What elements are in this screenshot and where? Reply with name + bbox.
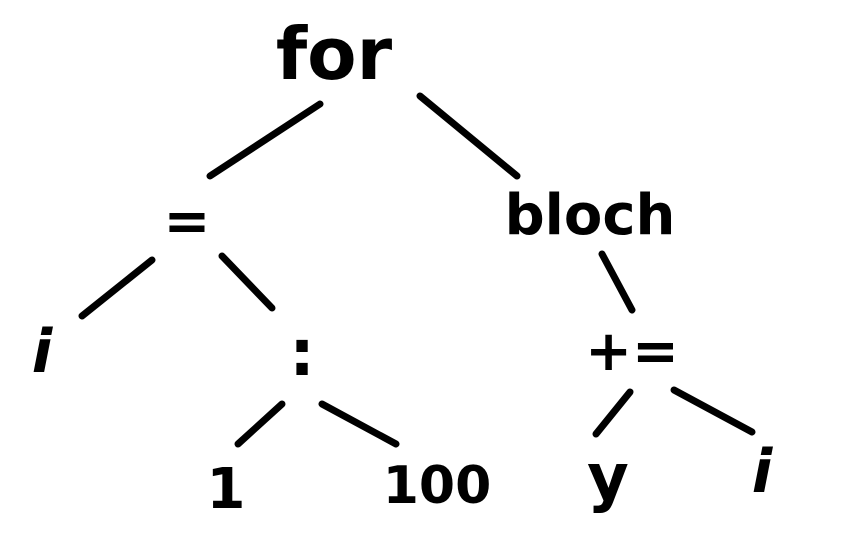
edge-range-one — [234, 400, 286, 448]
edge-pluseq-y — [592, 388, 634, 438]
node-for: for — [275, 12, 393, 96]
edge-pluseq-i — [670, 386, 756, 436]
edge-range-hundred — [318, 400, 400, 448]
edge-block-pluseq — [598, 250, 636, 314]
edge-assign-range — [218, 252, 276, 312]
edge-for-block — [416, 92, 521, 180]
node-i-left: i — [31, 317, 53, 387]
node-one: 1 — [206, 457, 246, 522]
node-range: : — [289, 317, 315, 391]
edge-for-assign — [206, 100, 324, 180]
node-assign: = — [163, 189, 211, 254]
node-hundred: 100 — [382, 456, 492, 516]
node-plus-equals: += — [585, 319, 679, 384]
edge-assign-i — [78, 256, 156, 320]
node-i-right: i — [751, 437, 773, 507]
node-block: bloch — [504, 183, 676, 248]
node-y: y — [587, 441, 629, 515]
